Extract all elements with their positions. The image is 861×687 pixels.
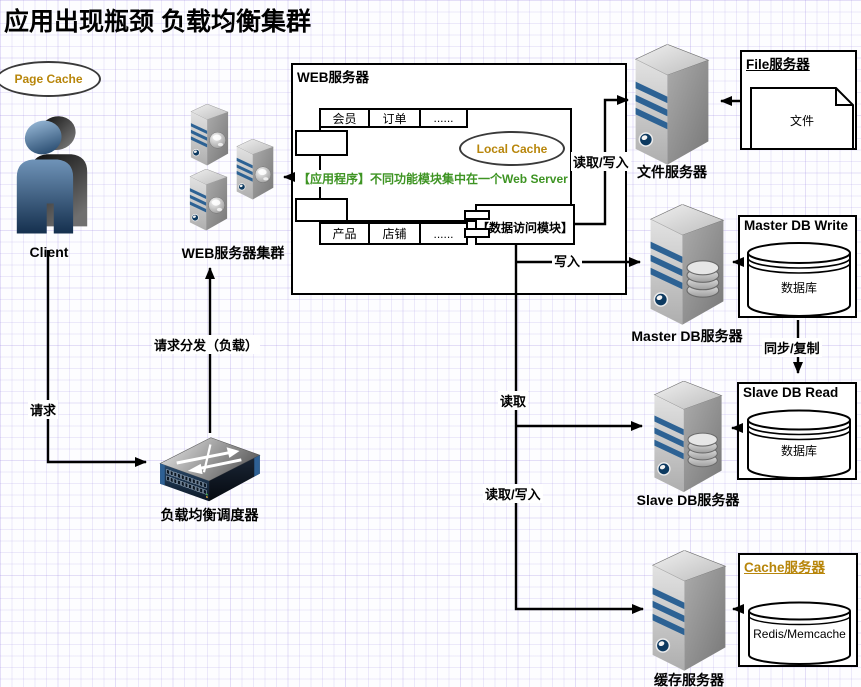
tab-more-top: ...... (419, 108, 468, 128)
module-stub (295, 130, 348, 156)
database-cylinder-icon (748, 601, 851, 665)
module-stub-small (464, 228, 490, 238)
cache-db-label: Redis/Memcache (753, 627, 846, 641)
web-cluster-label: WEB服务器集群 (181, 245, 285, 261)
data-access-module-label: 【数据访问模块】 (477, 221, 574, 235)
tab-more-bottom: ...... (419, 222, 468, 245)
database-cylinder-icon (747, 242, 851, 317)
module-stub-small (464, 210, 490, 220)
master-db-box-title: Master DB Write (744, 218, 849, 233)
slave-db-box-title: Slave DB Read (743, 385, 839, 400)
cache-server-label: 缓存服务器 (654, 672, 724, 687)
edge-request (46, 250, 147, 467)
database-cylinder-icon (747, 409, 851, 479)
page-cache-label: Page Cache (14, 72, 83, 86)
document-icon (750, 87, 854, 150)
file-server-label: 文件服务器 (637, 164, 707, 180)
cache-box-title: Cache服务器 (744, 560, 826, 575)
switch-ports (166, 468, 208, 499)
edge-label-read: 读取 (498, 391, 529, 410)
edge-label-write: 写入 (552, 251, 583, 270)
data-access-module-box: 【数据访问模块】 (475, 204, 575, 245)
edge-label-request: 请求 (28, 400, 59, 419)
master-db-server-label: Master DB服务器 (631, 328, 743, 344)
tab-member: 会员 (319, 108, 370, 128)
file-server-tower-icon (630, 44, 714, 166)
module-tabs-bottom: 产品 店铺 ...... (319, 222, 468, 245)
edge-label-cache-rw: 读取/写入 (483, 484, 543, 503)
person-icon (16, 116, 88, 234)
load-balancer-switch-icon (159, 437, 261, 502)
master-db-label: 数据库 (780, 281, 817, 295)
web-server-globe-icon (185, 169, 232, 231)
application-note: 【应用程序】不同功能模块集中在一个Web Server (297, 170, 569, 187)
edge-label-dispatch: 请求分发（负载） (152, 335, 261, 354)
local-cache-ellipse: Local Cache (459, 131, 565, 166)
tab-product: 产品 (319, 222, 370, 245)
tab-shop: 店铺 (368, 222, 421, 245)
local-cache-label: Local Cache (476, 141, 548, 156)
module-stub (295, 198, 348, 222)
slave-db-box: Slave DB Read 数据库 (737, 382, 857, 480)
page-title: 应用出现瓶颈 负载均衡集群 (4, 8, 311, 36)
web-server-globe-icon (186, 104, 233, 166)
edge-label-file-rw: 读取/写入 (571, 152, 631, 171)
tab-order: 订单 (368, 108, 421, 128)
master-db-box: Master DB Write 数据库 (738, 215, 857, 318)
document-label: 文件 (789, 114, 814, 128)
client-label: Client (29, 244, 69, 260)
slave-db-label: 数据库 (780, 444, 817, 458)
edge-cache-rw (514, 245, 644, 614)
cache-server-icon (647, 550, 731, 672)
cache-box: Cache服务器 Redis/Memcache (738, 553, 858, 667)
module-tabs-top: 会员 订单 ...... (319, 108, 468, 128)
master-db-server-icon (645, 203, 729, 327)
file-box: File服务器 文件 (740, 50, 857, 150)
web-server-box-title: WEB服务器 (297, 70, 369, 85)
slave-db-server-icon (646, 381, 730, 493)
slave-db-server-label: Slave DB服务器 (636, 492, 740, 508)
load-balancer-label: 负载均衡调度器 (160, 507, 259, 523)
page-cache-ellipse: Page Cache (0, 61, 101, 97)
edge-label-sync: 同步/复制 (762, 338, 822, 357)
file-box-title: File服务器 (746, 57, 810, 72)
web-server-globe-icon (232, 139, 278, 200)
